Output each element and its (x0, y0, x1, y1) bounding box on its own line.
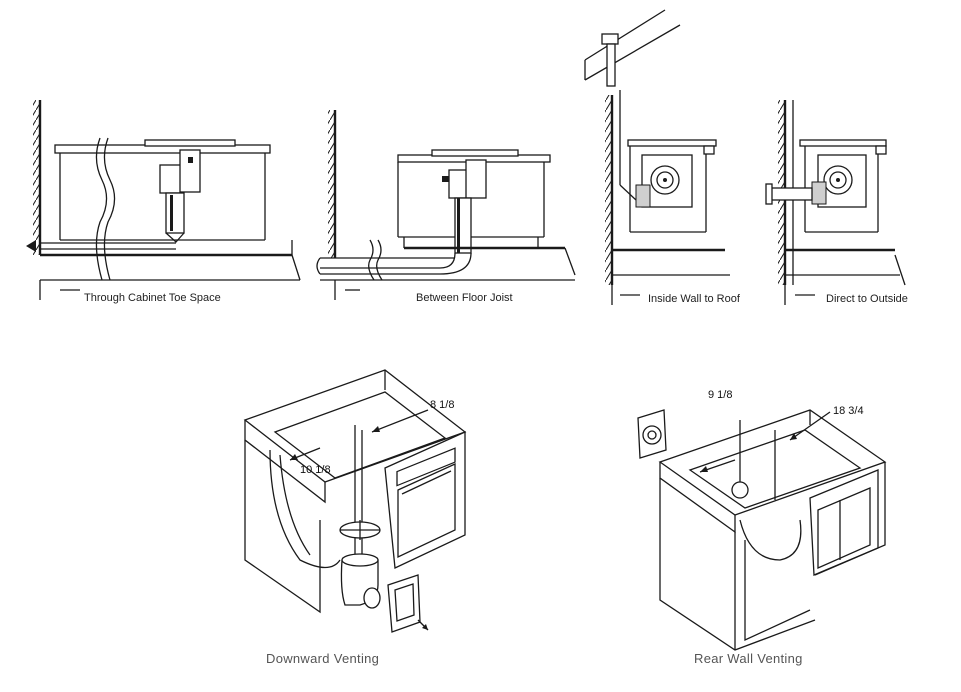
panel-wall-to-roof: Inside Wall to Roof (584, 9, 741, 305)
dimension-depth: 18 3/4 (833, 405, 864, 417)
caption-rear-wall-venting: Rear Wall Venting (694, 651, 803, 666)
rear-venting-diagram: 9 1/8 18 3/4 (637, 389, 887, 651)
caption-downward-venting: Downward Venting (266, 651, 380, 666)
panel-floor-joist: Between Floor Joist (316, 110, 576, 304)
damper-icon (339, 520, 381, 540)
downward-venting-diagram: 8 1/8 10 1/8 (243, 369, 467, 633)
panel-label-wall-to-roof: Inside Wall to Roof (648, 293, 741, 305)
roof-cap-icon (584, 9, 681, 87)
wall-vent-cap-icon (765, 183, 813, 205)
dimension-depth: 10 1/8 (300, 464, 331, 476)
blower-fan-icon (159, 149, 201, 194)
dimension-width: 9 1/8 (708, 389, 732, 401)
wall-hatch-icon (328, 110, 337, 258)
blower-fan-icon (442, 159, 487, 199)
panel-label-toe-space: Through Cabinet Toe Space (84, 292, 221, 304)
panel-label-direct-outside: Direct to Outside (826, 293, 908, 305)
wall-vent-cap-icon (387, 574, 421, 633)
panel-label-floor-joist: Between Floor Joist (416, 292, 513, 304)
wall-vent-cap-icon (637, 409, 667, 459)
blower-fan-icon (811, 154, 867, 208)
panel-direct-outside: Direct to Outside (765, 100, 908, 305)
blower-fan-icon (635, 154, 693, 208)
wall-hatch-icon (33, 100, 42, 255)
dimension-width: 8 1/8 (430, 399, 454, 411)
wall-hatch-icon (605, 90, 621, 285)
panel-toe-space: Through Cabinet Toe Space (26, 100, 301, 304)
